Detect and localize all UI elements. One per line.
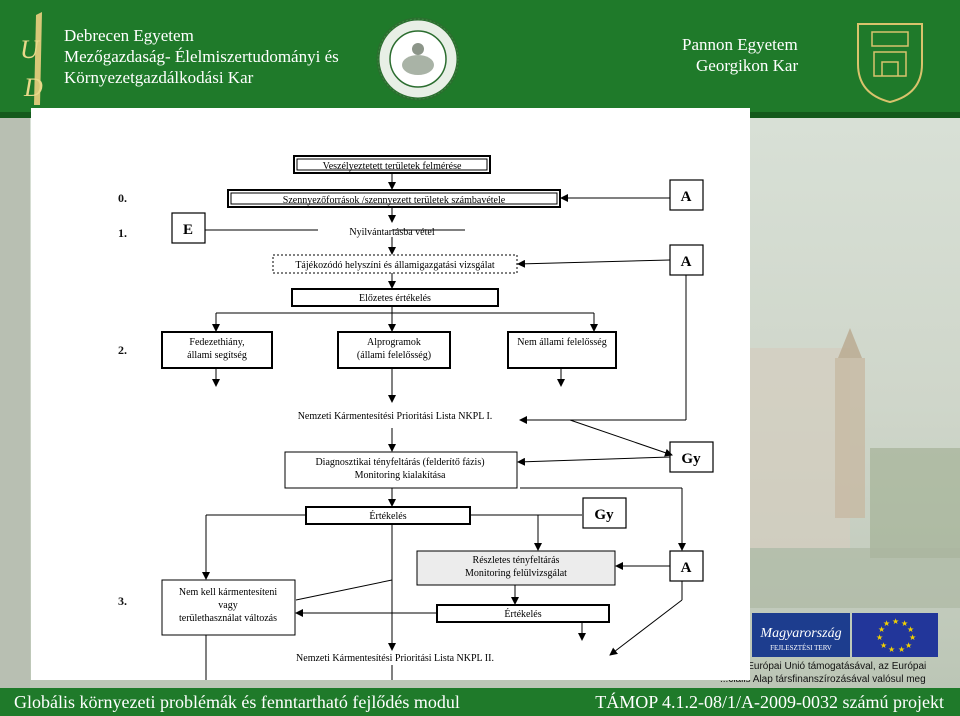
eu-flag-icon: ★★★★ ★★★★ ★★★: [852, 613, 938, 657]
box-reszletes-line1: Részletes tényfeltárás: [473, 555, 560, 566]
box-ertekeles1-label: Értékelés: [369, 510, 406, 522]
svg-text:★: ★: [892, 617, 899, 626]
nkpl1-label: Nemzeti Kármentesítési Prioritási Lista …: [298, 411, 493, 422]
step-label-2: 2.: [118, 343, 127, 357]
box-diagnosztikai-line2: Monitoring kialakítása: [355, 470, 446, 481]
box-nyilvantartas-label: Nyilvántartásba vétel: [349, 227, 434, 238]
step-label-3: 3.: [118, 594, 127, 608]
box-nem-kell-line1: Nem kell kármentesíteni: [179, 587, 278, 598]
faculty-seal-icon: [376, 17, 460, 101]
box-alprogramok-line2: (állami felelősség): [357, 350, 431, 361]
side-box-gy2: Gy: [594, 507, 614, 523]
header-right-line2: Georgikon Kar: [696, 56, 799, 75]
box-nem-kell-line2: vagy: [218, 600, 237, 611]
box-felmeres-label: Veszélyeztetett területek felmérése: [323, 161, 462, 172]
header-bar: U D Debrecen Egyetem Mezőgazdaság- Élelm…: [0, 0, 960, 118]
step-label-0: 0.: [118, 191, 127, 205]
svg-text:Magyarország: Magyarország: [759, 626, 841, 641]
svg-text:★: ★: [888, 645, 895, 654]
svg-text:U: U: [20, 35, 41, 64]
side-box-a1: A: [681, 189, 692, 205]
nkpl2-label: Nemzeti Kármentesítési Prioritási Lista …: [296, 653, 494, 664]
box-szamba-label: Szennyezőforrások /szennyezett területek…: [283, 195, 506, 206]
side-box-a3: A: [681, 560, 692, 576]
step-label-1: 1.: [118, 226, 127, 240]
debrecen-logo-icon: U D: [20, 12, 43, 105]
box-nem-allami-label: Nem állami felelősség: [517, 337, 606, 348]
header-right-line1: Pannon Egyetem: [682, 35, 798, 54]
side-box-a2: A: [681, 254, 692, 270]
box-diagnosztikai-line1: Diagnosztikai tényfeltárás (felderítő fá…: [315, 457, 484, 468]
header-left-line1: Debrecen Egyetem: [64, 26, 194, 45]
footer-bar: Globális környezeti problémák és fenntar…: [0, 688, 960, 716]
footer-module-title: Globális környezeti problémák és fenntar…: [14, 692, 460, 712]
side-box-e: E: [183, 222, 193, 238]
eu-note-line2: ...ciális Alap társfinanszírozásával val…: [720, 674, 926, 685]
box-nem-kell-line3: területhasználat változás: [179, 613, 277, 624]
box-tajekozodo-label: Tájékozódó helyszíni és államigazgatási …: [295, 260, 495, 271]
eu-note-line1: ...t az Európai Unió támogatásával, az E…: [720, 661, 927, 672]
svg-text:★: ★: [898, 645, 905, 654]
flowchart-panel: 0. 1. 2. 3.: [31, 108, 750, 680]
svg-text:FEJLESZTÉSI TERV: FEJLESZTÉSI TERV: [770, 644, 832, 652]
box-elozetes-label: Előzetes értékelés: [359, 293, 431, 304]
magyarorszag-logo-icon: Magyarország FEJLESZTÉSI TERV: [752, 613, 850, 657]
svg-text:★: ★: [878, 625, 885, 634]
svg-text:★: ★: [901, 619, 908, 628]
svg-text:★: ★: [907, 625, 914, 634]
footer-project-id: TÁMOP 4.1.2-08/1/A-2009-0032 számú proje…: [595, 692, 944, 712]
box-fedezet-line2: állami segítség: [187, 350, 247, 361]
box-fedezet-line1: Fedezethiány,: [189, 337, 244, 348]
flowchart-svg: 0. 1. 2. 3.: [118, 155, 714, 680]
building-backdrop-icon: [0, 118, 960, 688]
svg-text:★: ★: [876, 633, 883, 642]
box-reszletes-line2: Monitoring felülvizsgálat: [465, 568, 567, 579]
box-ertekeles2-label: Értékelés: [504, 608, 541, 620]
svg-text:D: D: [23, 73, 43, 102]
svg-text:★: ★: [909, 633, 916, 642]
box-alprogramok-line1: Alprogramok: [367, 337, 421, 348]
pannon-crest-icon: [857, 23, 923, 104]
svg-text:★: ★: [905, 641, 912, 650]
svg-text:★: ★: [883, 619, 890, 628]
svg-text:★: ★: [880, 641, 887, 650]
header-left-line3: Környezetgazdálkodási Kar: [64, 68, 254, 87]
header-left-line2: Mezőgazdaság- Élelmiszertudományi és: [64, 47, 339, 66]
side-box-gy1: Gy: [681, 451, 701, 467]
